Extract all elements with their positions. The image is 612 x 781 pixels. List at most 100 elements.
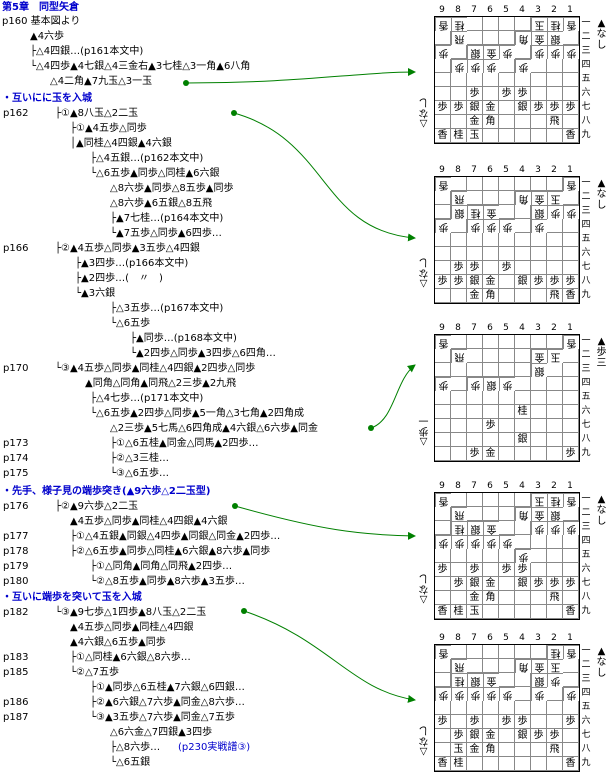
board-grid: 香玉桂香飛角金銀桂銀金歩歩歩歩歩歩歩歩歩歩歩歩歩歩銀金銀歩歩歩金角飛香桂玉香 [434,492,580,620]
empty-square [451,391,467,405]
column-label: 2 [551,633,557,643]
sente-piece: 歩 [467,563,483,577]
sente-piece: 歩 [467,715,483,729]
row-label: 七 [581,578,591,588]
gote-piece: 歩 [499,535,515,549]
empty-square [499,493,515,507]
move-line: ├②△3三桂… [110,453,170,464]
column-label: 7 [471,165,477,175]
gote-piece: 金 [483,205,499,219]
empty-square [435,205,451,219]
gote-piece: 角 [515,31,531,45]
page-number: p177 [3,531,29,542]
empty-square [435,261,451,275]
empty-square [483,247,499,261]
empty-square [483,17,499,31]
column-label: 3 [535,5,541,15]
gote-piece: 銀 [467,673,483,687]
gote-piece: 金 [531,349,547,363]
gote-piece: 銀 [467,45,483,59]
empty-square [467,363,483,377]
empty-square [563,87,579,101]
move-line: └▲3六銀 [75,288,116,299]
row-label: 六 [581,564,591,574]
empty-square [563,507,579,521]
sente-piece: 歩 [547,275,563,289]
column-label: 8 [455,5,461,15]
empty-square [467,757,483,771]
empty-square [451,377,467,391]
empty-square [435,577,451,591]
gote-piece: 歩 [563,45,579,59]
empty-square [435,59,451,73]
empty-square [483,129,499,143]
empty-square [483,177,499,191]
gote-piece: 歩 [563,521,579,535]
empty-square [467,659,483,673]
empty-square [563,363,579,377]
column-label: 2 [551,5,557,15]
column-label: 5 [503,323,509,333]
gote-piece: 香 [563,645,579,659]
empty-square [483,87,499,101]
row-label: 二 [581,508,591,518]
empty-square [435,87,451,101]
empty-square [531,377,547,391]
gote-piece: 歩 [531,521,547,535]
move-line: ├△4七歩…(p171本文中) [90,393,204,404]
connector-line-1 [185,68,416,84]
move-line: ├△4五銀…(p162本文中) [90,153,204,164]
empty-square [531,701,547,715]
empty-square [515,289,531,303]
empty-square [435,447,451,461]
page-number: p166 [3,243,29,254]
empty-square [499,591,515,605]
gote-piece: 金 [483,45,499,59]
gote-piece: 香 [563,493,579,507]
move-line: └△4四歩▲4七銀△4三金右▲3七桂△3一角▲6八角 [30,61,251,72]
gote-piece: 飛 [451,659,467,673]
move-line: △8六歩▲同歩△8五歩▲同歩 [110,183,234,194]
sente-piece: 香 [563,605,579,619]
empty-square [499,275,515,289]
empty-square [563,563,579,577]
sente-piece: 歩 [451,729,467,743]
empty-square [547,177,563,191]
empty-square [515,591,531,605]
gote-hand: △なし [418,256,429,289]
gote-piece: 歩 [515,59,531,73]
column-label: 7 [471,323,477,333]
gote-hand: △なし [418,724,429,757]
empty-square [499,433,515,447]
gote-piece: 香 [563,177,579,191]
row-label: 三 [581,206,591,216]
sente-piece: 歩 [483,419,499,433]
empty-square [515,205,531,219]
empty-square [435,191,451,205]
gote-piece: 歩 [451,59,467,73]
move-line: ├①▲4五歩△同歩 [70,123,147,134]
empty-square [563,219,579,233]
empty-square [499,645,515,659]
sente-piece: 香 [435,605,451,619]
empty-square [467,701,483,715]
move-line: ├②▲9六歩△2二玉 [55,501,139,512]
empty-square [515,73,531,87]
empty-square [547,219,563,233]
empty-square [563,419,579,433]
empty-square [467,493,483,507]
move-line: △2三歩▲5七馬△6四角成▲4六銀△6六歩▲同金 [110,423,318,434]
gote-piece: 香 [563,335,579,349]
move-line: ├△4四銀…(p161本文中) [30,46,144,57]
gote-piece: 香 [563,17,579,31]
sente-piece: 歩 [547,729,563,743]
sente-piece: 歩 [451,275,467,289]
empty-square [547,605,563,619]
page-number: p173 [3,438,29,449]
board-grid: 香桂香飛角金玉桂銀金銀歩歩歩歩歩歩歩歩歩歩歩歩歩歩銀金銀歩歩玉金角飛香桂香 [434,644,580,772]
sente-piece: 角 [483,289,499,303]
sente-hand: ▲歩三 [596,336,607,369]
empty-square [515,233,531,247]
sente-piece: 歩 [531,577,547,591]
empty-square [531,391,547,405]
